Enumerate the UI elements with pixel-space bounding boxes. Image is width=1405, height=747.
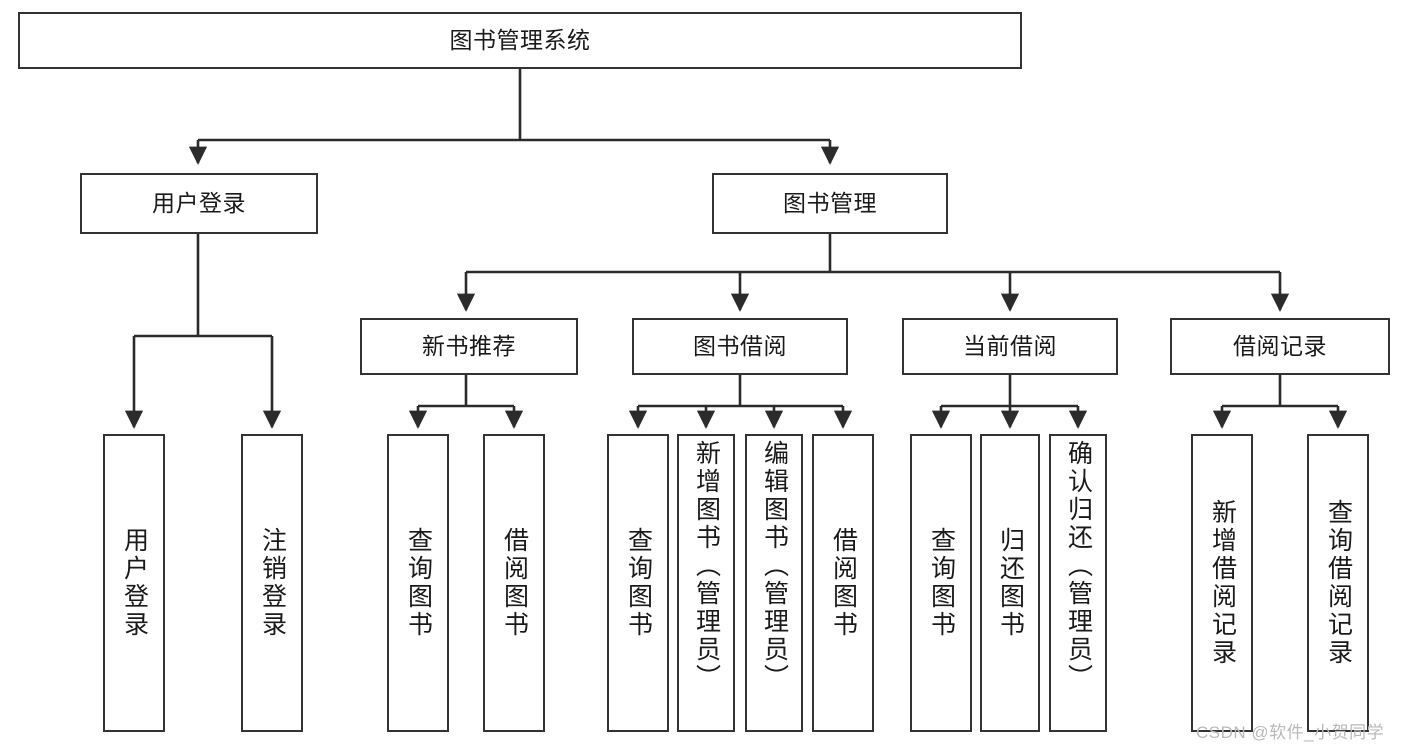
node-label: 图书管理系统 [449, 26, 591, 53]
node-label: 借阅图书 [829, 527, 858, 639]
leaf-borrow-book-recommend[interactable]: 借阅图书 [483, 434, 545, 732]
node-label: 编辑图书（管理员） [760, 440, 789, 692]
leaf-edit-book-admin[interactable]: 编辑图书（管理员） [745, 434, 803, 732]
node-label: 查询图书 [404, 527, 433, 639]
node-label: 新增借阅记录 [1208, 499, 1237, 667]
node-label: 查询图书 [927, 527, 956, 639]
leaf-query-book-current[interactable]: 查询图书 [910, 434, 972, 732]
leaf-confirm-return-admin[interactable]: 确认归还（管理员） [1049, 434, 1107, 732]
leaf-borrow-book[interactable]: 借阅图书 [812, 434, 874, 732]
node-label: 借阅记录 [1233, 332, 1327, 359]
node-book-borrow[interactable]: 图书借阅 [632, 318, 848, 375]
leaf-query-book-recommend[interactable]: 查询图书 [387, 434, 449, 732]
node-label: 图书管理 [783, 189, 877, 216]
leaf-user-logout[interactable]: 注销登录 [241, 434, 303, 732]
node-label: 新增图书（管理员） [692, 440, 721, 692]
node-label: 查询借阅记录 [1324, 499, 1353, 667]
node-label: 用户登录 [152, 189, 246, 216]
node-label: 新书推荐 [422, 332, 516, 359]
node-label: 当前借阅 [963, 332, 1057, 359]
node-label: 查询图书 [624, 527, 653, 639]
node-label: 用户登录 [120, 527, 149, 639]
node-book-management[interactable]: 图书管理 [712, 173, 948, 234]
node-label: 借阅图书 [500, 527, 529, 639]
node-root-system[interactable]: 图书管理系统 [18, 12, 1022, 69]
node-borrow-record[interactable]: 借阅记录 [1170, 318, 1390, 375]
node-user-login[interactable]: 用户登录 [80, 173, 318, 234]
node-label: 注销登录 [258, 527, 287, 639]
leaf-return-book[interactable]: 归还图书 [980, 434, 1040, 732]
leaf-user-login[interactable]: 用户登录 [103, 434, 165, 732]
leaf-query-book-borrow[interactable]: 查询图书 [607, 434, 669, 732]
csdn-watermark: CSDN @软件_小贺同学 [1196, 723, 1385, 742]
leaf-query-borrow-record[interactable]: 查询借阅记录 [1307, 434, 1369, 732]
node-current-borrow[interactable]: 当前借阅 [902, 318, 1118, 375]
node-label: 确认归还（管理员） [1064, 440, 1093, 692]
node-new-book-recommend[interactable]: 新书推荐 [360, 318, 578, 375]
node-label: 归还图书 [996, 527, 1025, 639]
leaf-add-borrow-record[interactable]: 新增借阅记录 [1191, 434, 1253, 732]
leaf-add-book-admin[interactable]: 新增图书（管理员） [677, 434, 735, 732]
node-label: 图书借阅 [693, 332, 787, 359]
